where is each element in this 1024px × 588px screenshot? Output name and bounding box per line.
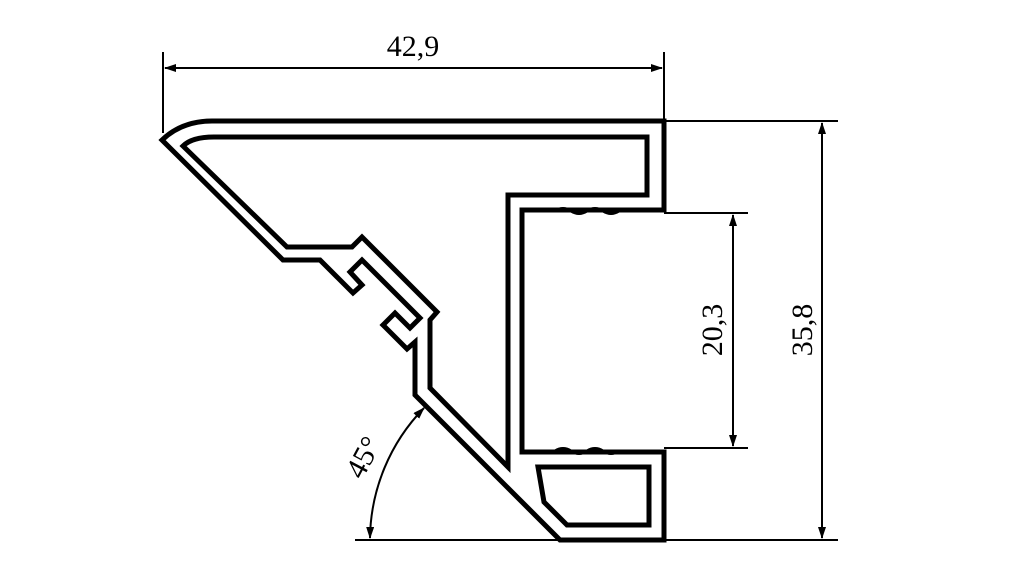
- width-label: 42,9: [387, 30, 440, 63]
- total-height-label: 35,8: [786, 304, 819, 357]
- angle-arc: [366, 407, 425, 539]
- bottom-chamber: [535, 464, 652, 528]
- channel-height-label: 20,3: [696, 304, 729, 357]
- wavy-break-top: [554, 207, 620, 215]
- wavy-break-bottom: [554, 447, 620, 455]
- profile-outer-contour: [158, 118, 667, 543]
- profile-inner-contour: [179, 134, 650, 474]
